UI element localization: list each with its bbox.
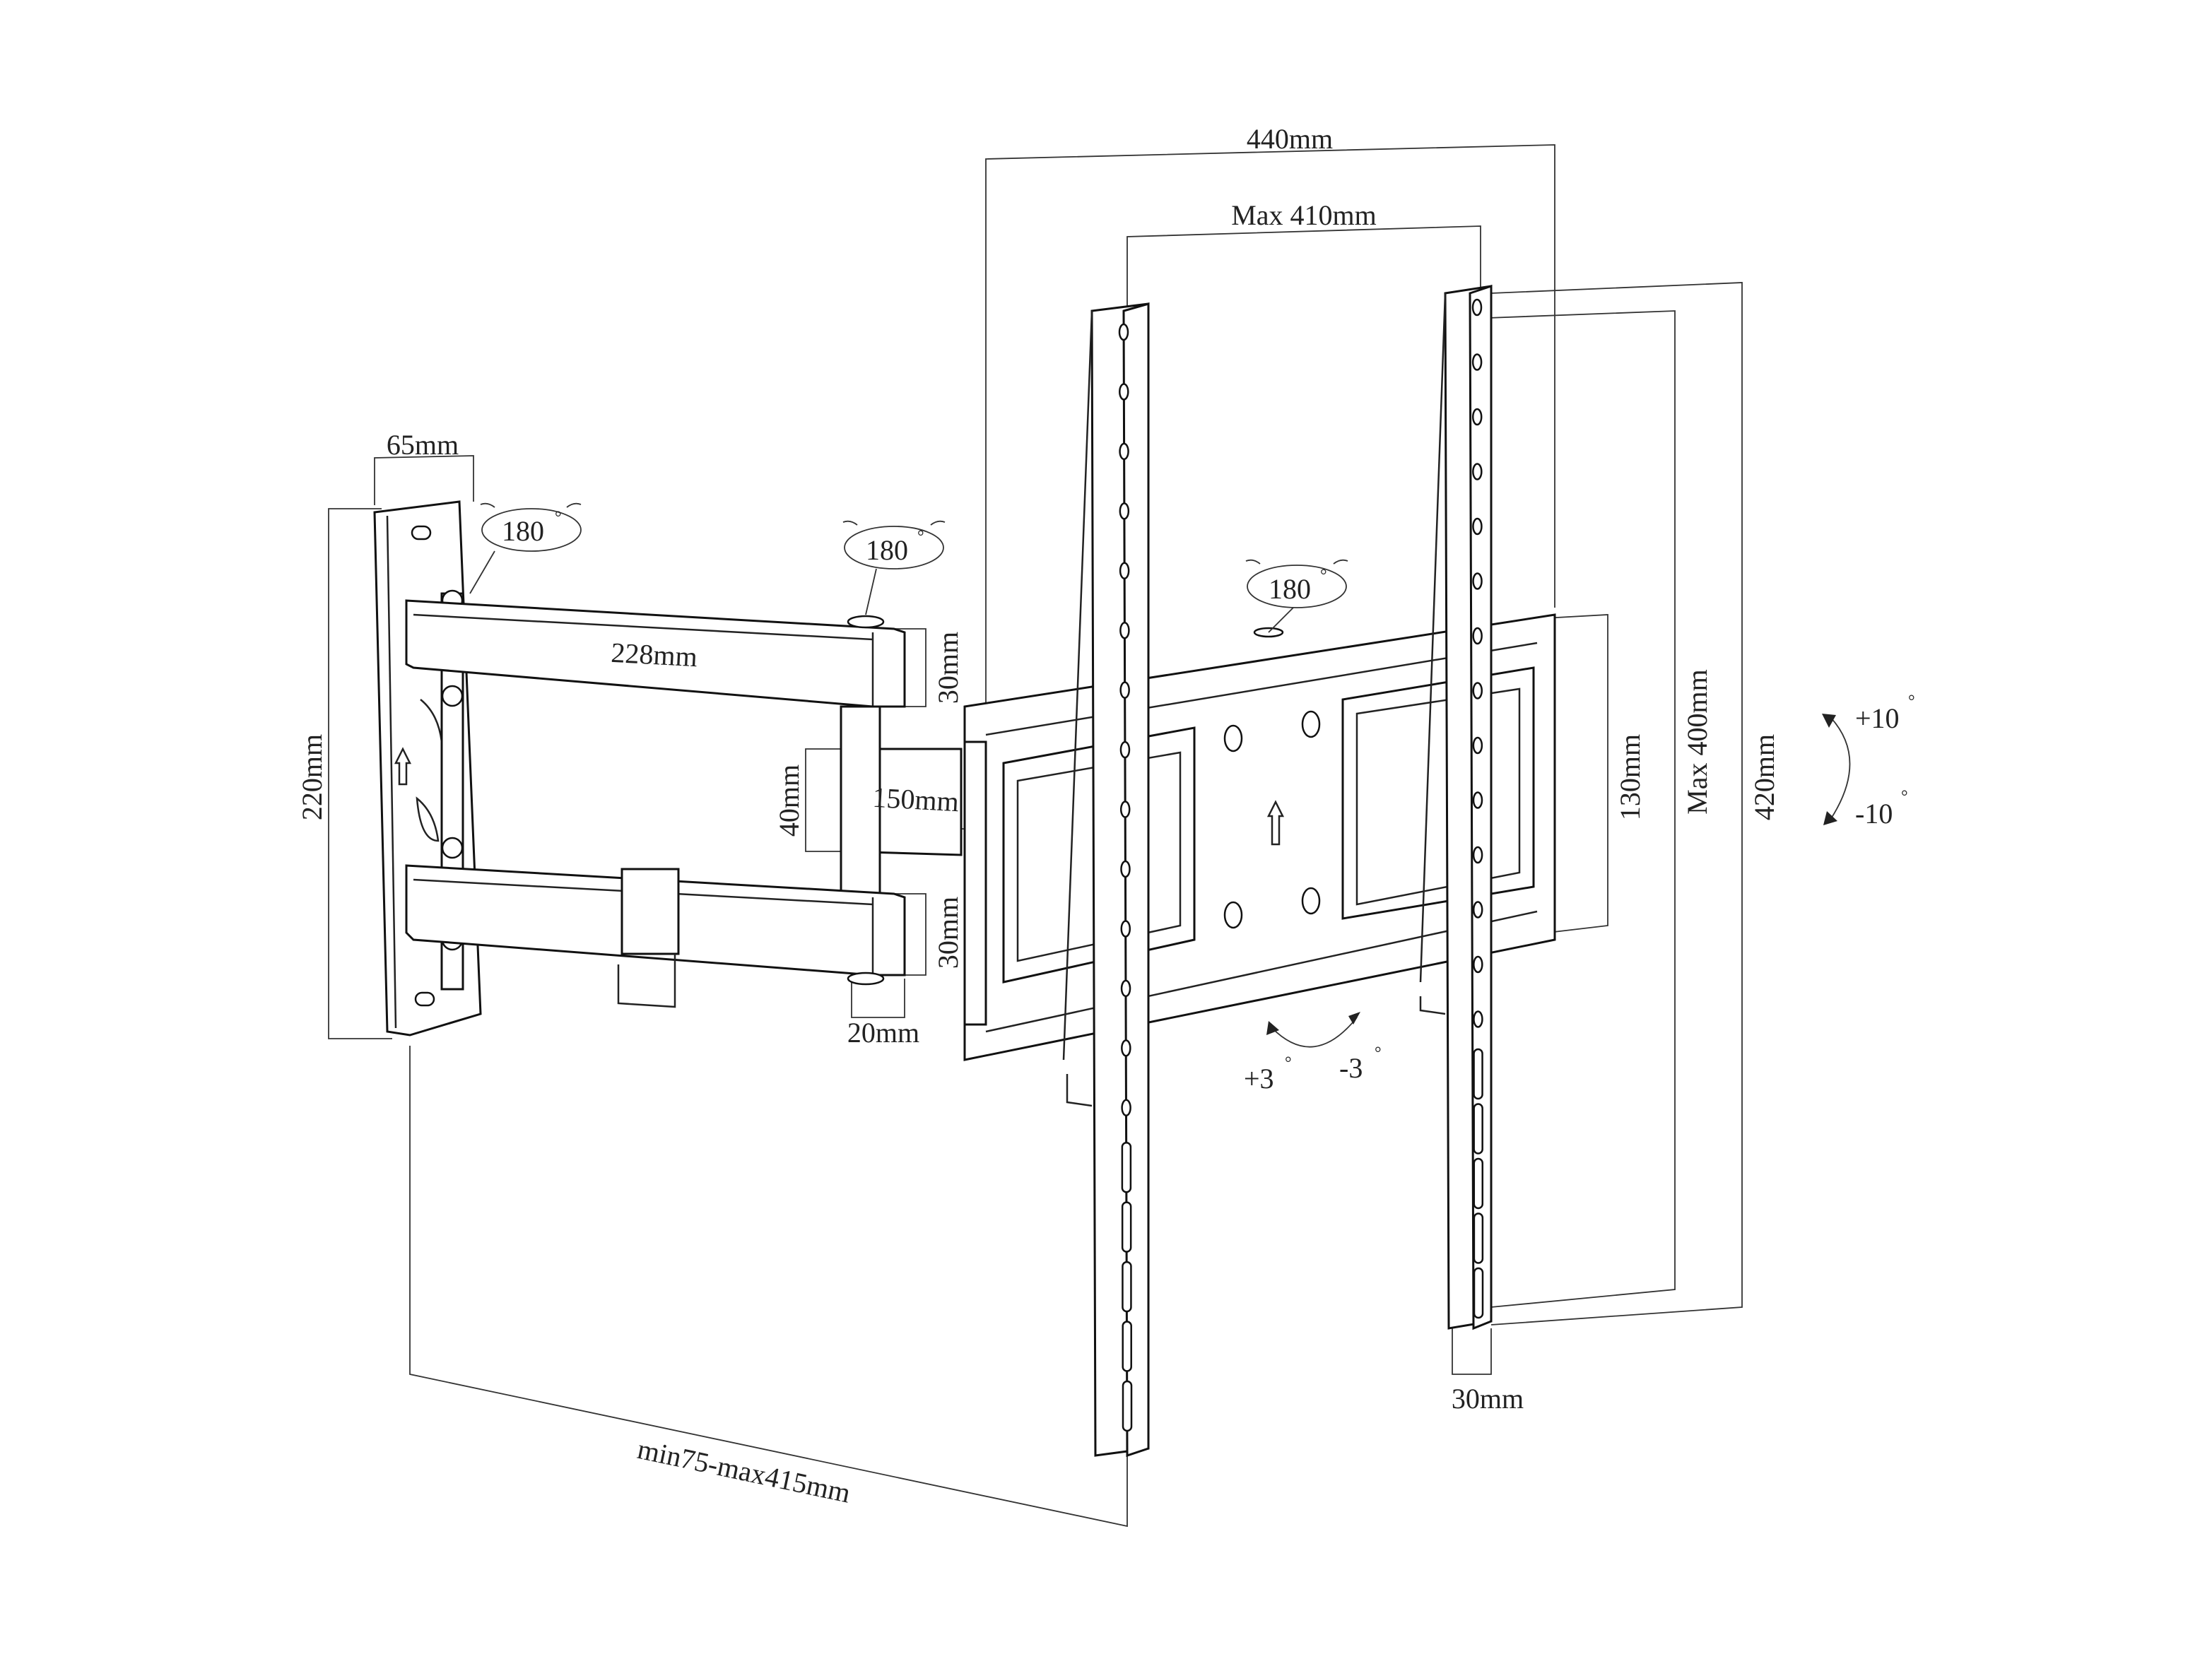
rail-hole (1120, 979, 1131, 998)
arm-20-label: 20mm (847, 1017, 919, 1049)
svg-text:°: ° (1908, 692, 1915, 711)
swivel-wall-label: 180 (502, 515, 544, 547)
upper-arm (405, 599, 906, 708)
middle-arm (840, 705, 963, 899)
height-420-line (1490, 282, 1743, 1326)
rail-hole (1472, 846, 1483, 864)
wall-plate-slot-top (411, 525, 432, 541)
rail-hole (1472, 901, 1483, 919)
cable-clip (620, 868, 680, 955)
max-400-line (1487, 310, 1676, 1308)
rail-hole (1118, 323, 1129, 341)
rail-slot (1121, 1201, 1132, 1253)
max-400-label: Max 400mm (1681, 669, 1713, 815)
rail-hole (1120, 920, 1131, 938)
frame-up-arrow-icon (1266, 800, 1285, 846)
rail-hole (1472, 463, 1483, 480)
svg-text:°: ° (917, 528, 924, 546)
tilt-up-label: +10 (1855, 702, 1900, 734)
rail-hole (1472, 736, 1483, 755)
rail-hole (1119, 502, 1130, 520)
level-adjust-icon (1266, 1012, 1360, 1048)
rotation-arm-icon (842, 520, 946, 615)
rail-hole (1121, 1039, 1131, 1057)
arm-40-label: 40mm (773, 764, 805, 837)
arm-20-line (851, 979, 905, 1018)
left-rail-holes (1118, 323, 1133, 1432)
rail-slot (1122, 1321, 1132, 1372)
swivel-arm-label: 180 (866, 534, 908, 566)
wall-plate-slot-bottom (414, 991, 435, 1007)
left-rail (1062, 302, 1150, 1458)
depth-range-line (409, 1046, 1128, 1528)
rail-hole (1472, 682, 1483, 699)
rail-slot (1122, 1261, 1132, 1313)
swivel-head-label: 180 (1269, 573, 1311, 605)
level-minus-label: -3 (1339, 1052, 1363, 1084)
svg-text:°: ° (1901, 788, 1908, 806)
rail-hole (1472, 517, 1483, 536)
arm-30-top-line (890, 628, 926, 707)
plate-65-label: 65mm (387, 429, 459, 461)
up-arrow-icon (394, 747, 412, 786)
rail-slot (1473, 1103, 1483, 1155)
height-420-label: 420mm (1748, 734, 1780, 820)
height-220-label: 220mm (296, 734, 328, 820)
lower-arm (405, 864, 906, 1008)
rail-30-line (1452, 1328, 1492, 1375)
rail-hole (1471, 408, 1483, 426)
rail-slot (1121, 1141, 1132, 1193)
rail-hole (1119, 383, 1129, 401)
svg-text:°: ° (1320, 567, 1327, 585)
rail-hole (1121, 1099, 1131, 1117)
rail-30-label: 30mm (1452, 1383, 1524, 1415)
rail-slot (1473, 1267, 1484, 1319)
frame-130-label: 130mm (1614, 734, 1646, 820)
svg-text:°: ° (555, 509, 562, 527)
level-plus-label: +3 (1244, 1063, 1274, 1094)
frame-window-right (1341, 666, 1535, 920)
rail-hole (1119, 442, 1129, 461)
frame-130-line (1543, 614, 1608, 933)
svg-text:°: ° (1375, 1044, 1382, 1063)
rail-slot (1473, 1212, 1484, 1264)
rail-hole (1471, 298, 1483, 317)
rail-hole (1472, 627, 1483, 645)
rotation-head-icon (1245, 559, 1348, 633)
rail-hole (1471, 353, 1483, 371)
right-rail-holes (1471, 298, 1484, 1319)
rail-hole (1120, 860, 1131, 878)
arm-30-bottom-label: 30mm (932, 897, 964, 969)
rail-slot (1473, 1157, 1484, 1210)
arm-228-label: 228mm (610, 637, 698, 673)
svg-text:°: ° (1285, 1054, 1292, 1073)
arm-30-top-label: 30mm (932, 632, 964, 704)
arm-30-bottom-line (890, 893, 926, 976)
rail-hole (1119, 801, 1131, 818)
tilt-icon (1822, 714, 1851, 825)
width-410-line (1126, 225, 1481, 311)
wall-plate (373, 500, 482, 1037)
tilt-down-label: -10 (1855, 798, 1893, 830)
height-220-line (328, 508, 392, 1039)
width-440-label: 440mm (1247, 123, 1333, 155)
arm-40-line (805, 748, 848, 852)
depth-range-label: min75-max415mm (635, 1433, 853, 1509)
rail-hole (1472, 791, 1483, 809)
rail-hole (1119, 562, 1130, 580)
width-410-label: Max 410mm (1231, 199, 1377, 231)
plate-65-line (374, 455, 474, 505)
rail-hole (1473, 1010, 1483, 1028)
arm-150-label: 150mm (871, 781, 959, 817)
rail-hole (1119, 740, 1131, 759)
rail-slot (1473, 1048, 1483, 1100)
rotation-wall-icon (469, 502, 582, 594)
rail-hole (1472, 572, 1483, 590)
rail-hole (1473, 955, 1483, 974)
rail-hole (1119, 681, 1130, 699)
width-440-line (985, 144, 1555, 795)
rail-hole (1119, 621, 1130, 639)
rail-slot (1122, 1380, 1133, 1432)
